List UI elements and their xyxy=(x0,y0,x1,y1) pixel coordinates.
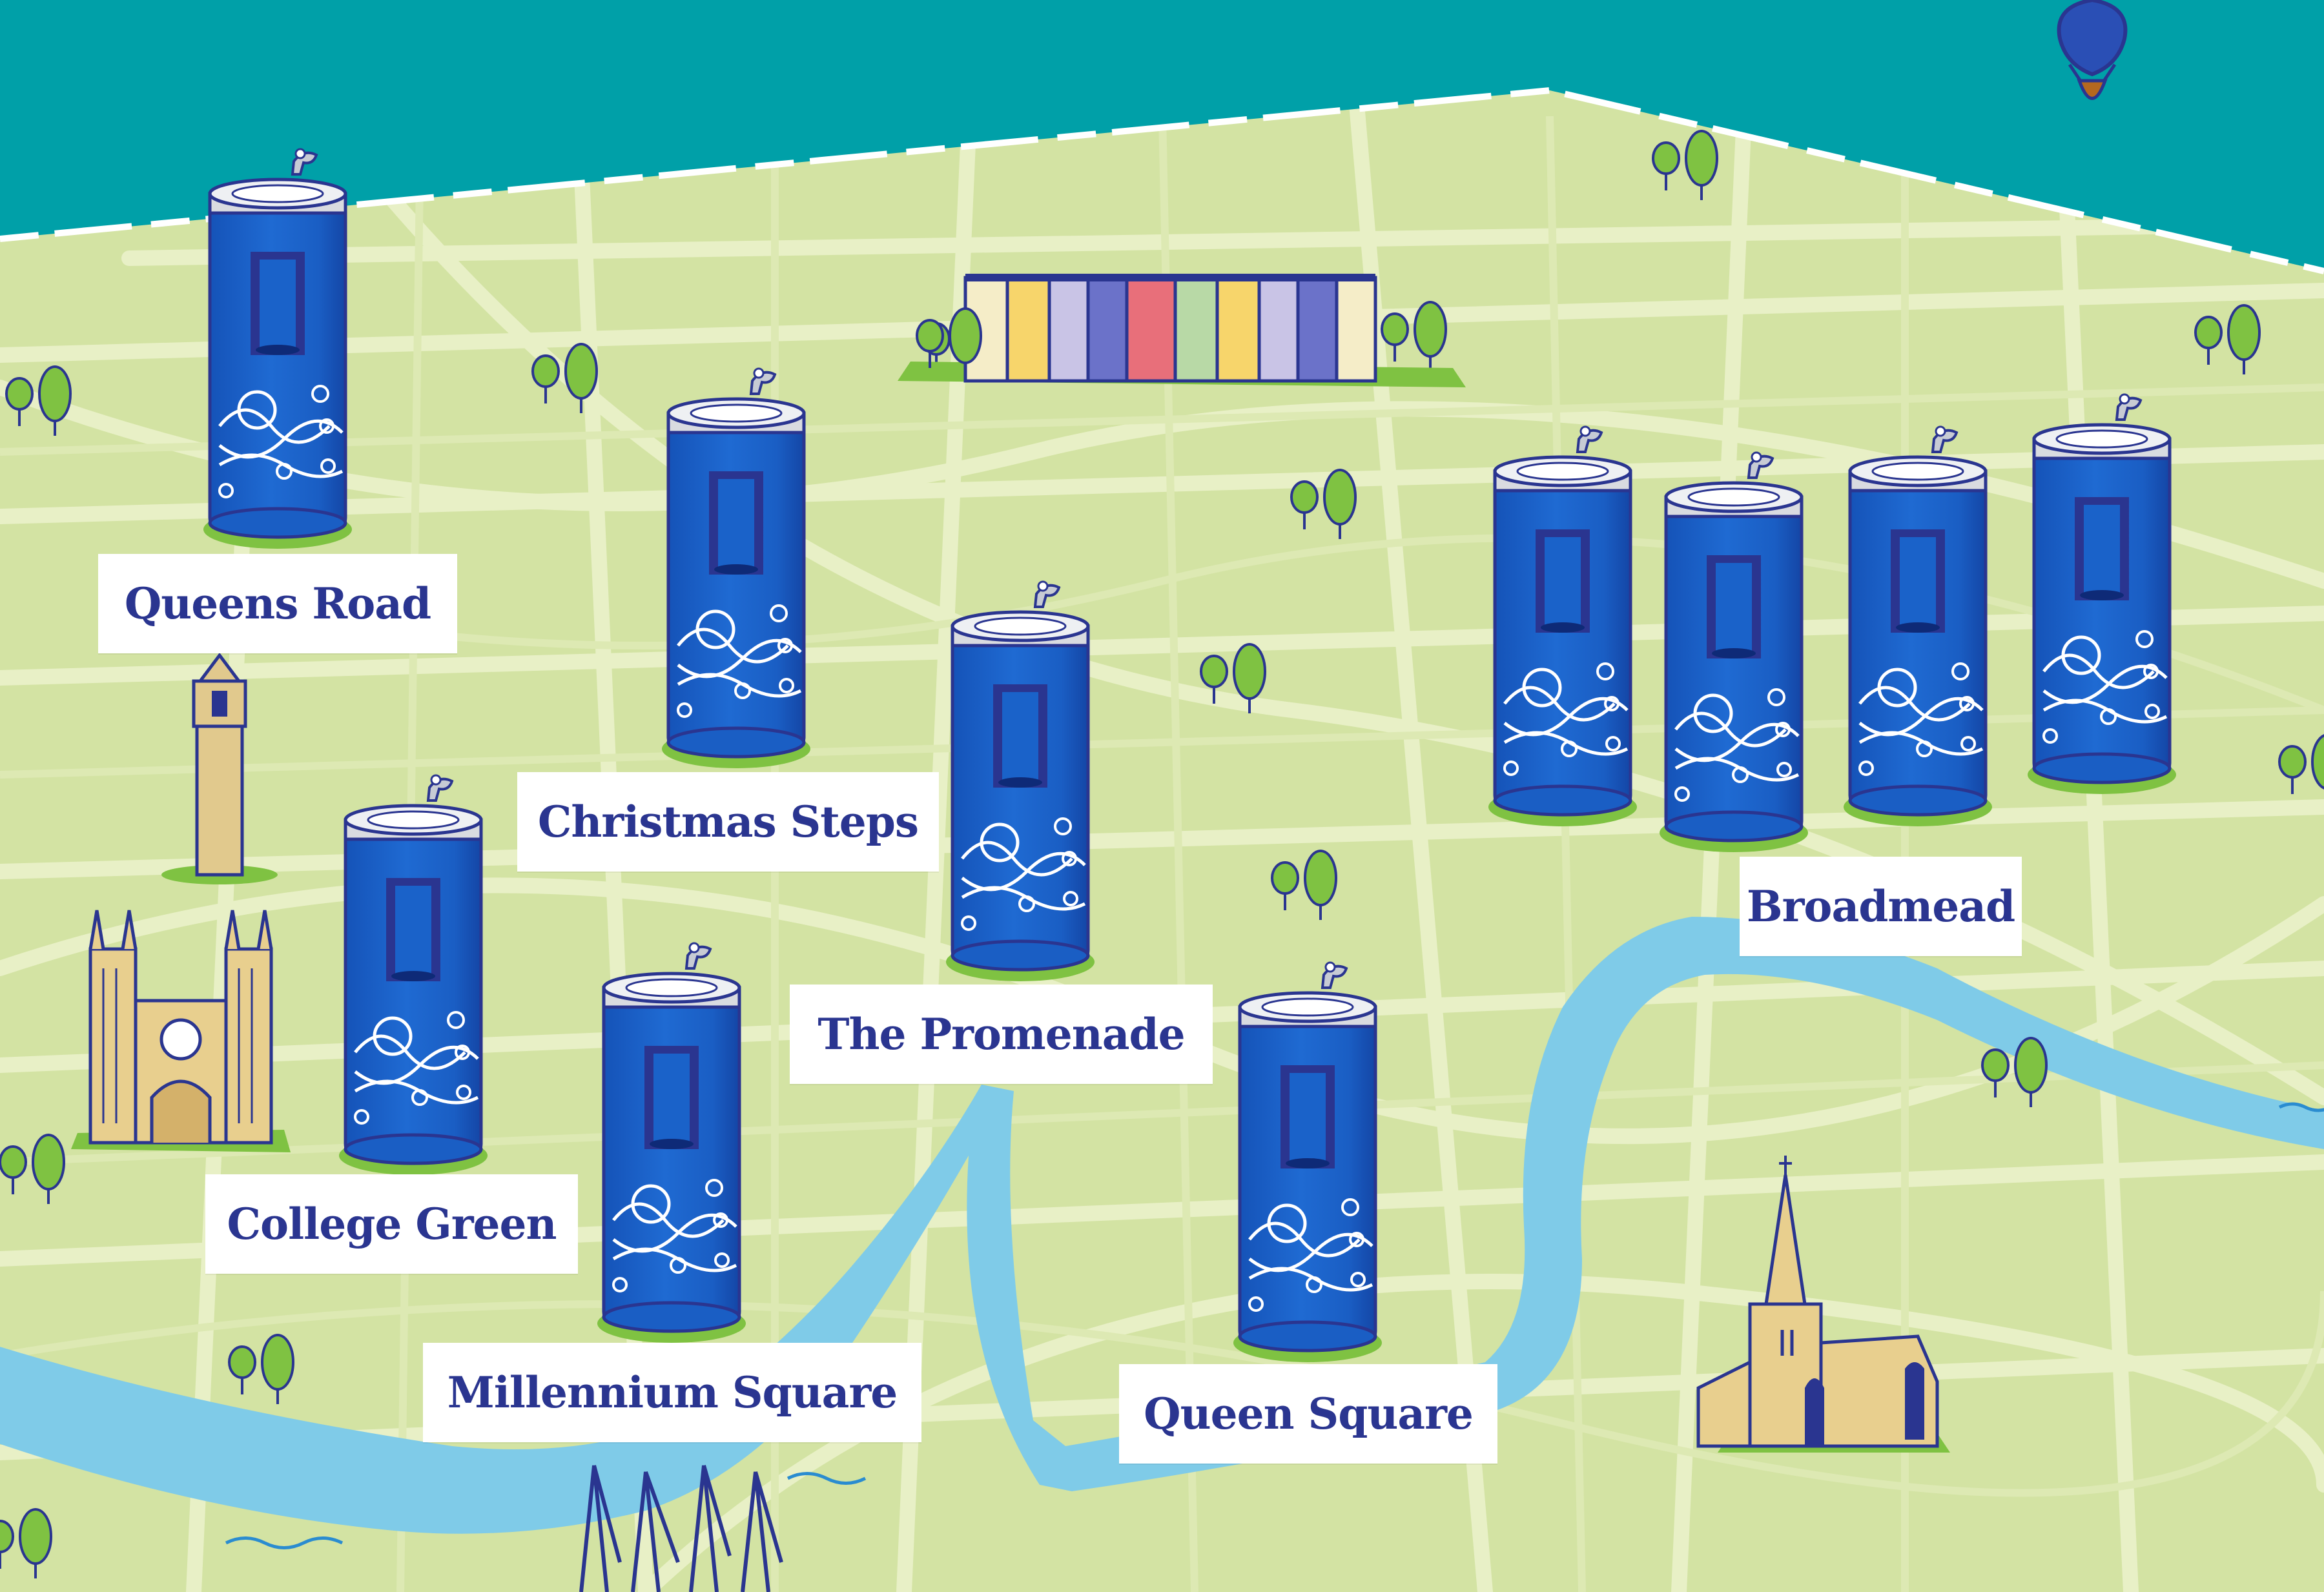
river xyxy=(0,917,2324,1534)
label-christmas-steps[interactable]: Christmas Steps xyxy=(517,772,939,872)
coastline xyxy=(0,87,2324,274)
church-icon xyxy=(1696,1156,1950,1453)
label-broadmead[interactable]: Broadmead xyxy=(1740,857,2022,956)
fountain-queens-road[interactable] xyxy=(203,149,352,549)
fountain-millennium-square[interactable] xyxy=(597,943,746,1343)
terraced-houses-icon xyxy=(898,274,1466,387)
cathedral-icon xyxy=(71,910,291,1152)
label-queens-road[interactable]: Queens Road xyxy=(98,554,457,653)
label-college-green[interactable]: College Green xyxy=(205,1174,578,1274)
label-queen-square[interactable]: Queen Square xyxy=(1119,1364,1497,1464)
tower-icon xyxy=(161,652,278,884)
fountain-queen-square[interactable] xyxy=(1233,963,1382,1362)
cranes-icon xyxy=(579,1465,783,1592)
fountain-broadmead-4[interactable] xyxy=(2028,394,2176,794)
river-waves xyxy=(225,1102,2324,1549)
fountain-christmas-steps[interactable] xyxy=(662,369,810,768)
fountain-college-green[interactable] xyxy=(339,775,488,1175)
fountain-the-promenade[interactable] xyxy=(946,582,1095,981)
fountain-broadmead-3[interactable] xyxy=(1844,427,1992,826)
label-the-promenade[interactable]: The Promenade xyxy=(790,985,1213,1084)
label-millennium-square[interactable]: Millennium Square xyxy=(423,1343,921,1442)
hot-air-balloon-icon xyxy=(2057,0,2128,100)
sea xyxy=(0,0,2324,271)
fountain-broadmead-2[interactable] xyxy=(1660,453,1808,852)
fountain-broadmead-1[interactable] xyxy=(1488,427,1637,826)
